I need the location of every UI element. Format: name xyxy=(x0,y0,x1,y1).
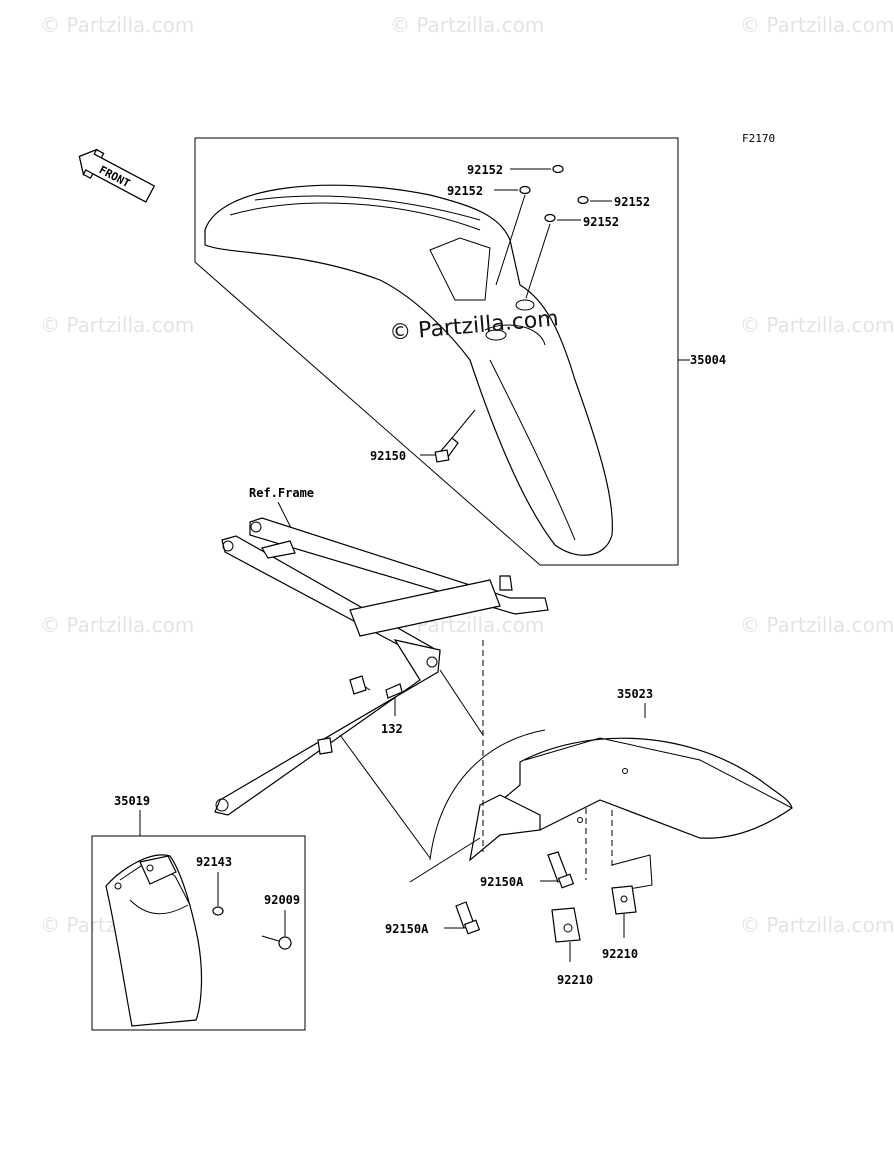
mud-flap xyxy=(105,854,203,1027)
part-92143: 92143 xyxy=(196,855,232,869)
part-92152-d: 92152 xyxy=(583,215,619,229)
front-fender xyxy=(204,184,613,556)
bolt-92150A-group: 92150A 92150A xyxy=(385,851,575,936)
part-92210-a: 92210 xyxy=(602,947,638,961)
watermark-top-left: © Partzilla.com xyxy=(40,13,194,37)
watermark-lower-right: © Partzilla.com xyxy=(740,613,894,637)
part-35004: 35004 xyxy=(690,353,726,367)
part-35023: 35023 xyxy=(617,687,653,701)
watermarks: © Partzilla.com © Partzilla.com © Partzi… xyxy=(40,13,894,937)
part-92152-b: 92152 xyxy=(447,184,483,198)
watermark-mid-left: © Partzilla.com xyxy=(40,313,194,337)
washer-92152-group: 92152 92152 92152 92152 xyxy=(447,163,650,299)
part-92150: 92150 xyxy=(370,449,406,463)
part-92150A-b: 92150A xyxy=(385,922,429,936)
rear-fender xyxy=(409,729,793,883)
rear-frame xyxy=(214,517,549,816)
front-arrow-icon: FRONT xyxy=(78,148,156,203)
clip-92210-group: 92210 92210 xyxy=(551,885,638,987)
part-132: 132 xyxy=(381,722,403,736)
watermark-lower-left: © Partzilla.com xyxy=(40,613,194,637)
part-35019: 35019 xyxy=(114,794,150,808)
watermark-bottom-right: © Partzilla.com xyxy=(740,913,894,937)
part-92152-a: 92152 xyxy=(467,163,503,177)
bolt-132: 132 xyxy=(381,683,403,736)
front-fender-box xyxy=(194,137,679,566)
part-92152-c: 92152 xyxy=(614,195,650,209)
watermark-top-center: © Partzilla.com xyxy=(390,13,544,37)
part-92009: 92009 xyxy=(264,893,300,907)
screw-92009: 92009 xyxy=(261,893,300,950)
watermark-top-right: © Partzilla.com xyxy=(740,13,894,37)
ref-frame-label: Ref.Frame xyxy=(249,486,314,500)
bolt-92150: 92150 xyxy=(370,409,476,463)
diagram-code: F2170 xyxy=(742,132,775,145)
part-92210-b: 92210 xyxy=(557,973,593,987)
watermark-mid-right: © Partzilla.com xyxy=(740,313,894,337)
washer-92143: 92143 xyxy=(196,855,232,916)
mud-flap-box xyxy=(91,835,306,1031)
part-92150A-a: 92150A xyxy=(480,875,524,889)
